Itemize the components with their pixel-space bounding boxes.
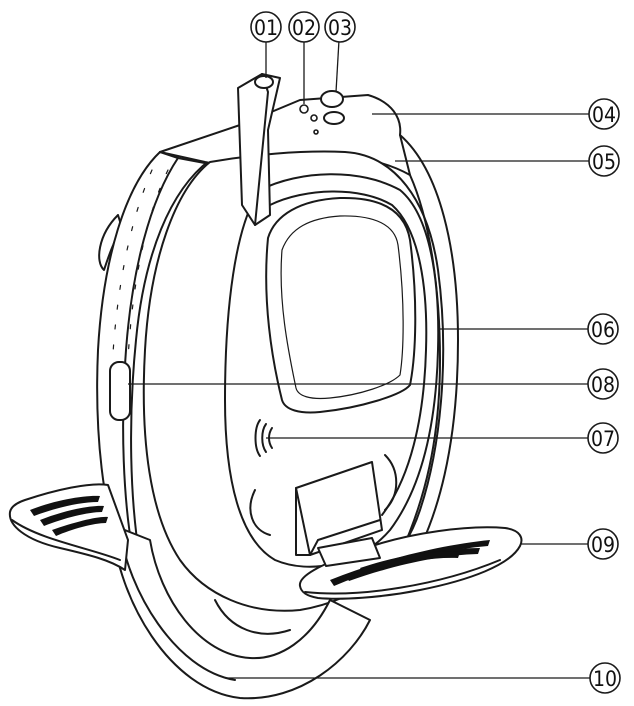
left-pedal	[8, 483, 129, 571]
callout-03: 03	[324, 11, 356, 43]
callout-01: 01	[250, 11, 282, 43]
callout-01-label: 01	[254, 16, 278, 40]
callout-06-label: 06	[591, 318, 615, 342]
callout-06: 06	[587, 313, 619, 345]
callout-05: 05	[588, 145, 620, 177]
top-controls	[237, 73, 345, 226]
callout-07-label: 07	[591, 427, 615, 451]
callout-08-label: 08	[591, 373, 615, 397]
callout-09-label: 09	[591, 533, 615, 557]
callout-04-label: 04	[592, 103, 616, 127]
callout-10-label: 10	[593, 667, 617, 691]
callout-08: 08	[587, 368, 619, 400]
callout-02-label: 02	[292, 16, 316, 40]
callout-09: 09	[587, 528, 619, 560]
callout-07: 07	[587, 422, 619, 454]
unicycle-body	[96, 94, 459, 612]
callout-04: 04	[588, 98, 620, 130]
callout-10: 10	[589, 662, 621, 694]
callout-05-label: 05	[592, 150, 616, 174]
leader-lines	[128, 39, 590, 679]
callout-03-label: 03	[328, 16, 352, 40]
callout-02: 02	[288, 11, 320, 43]
right-pedal	[298, 526, 523, 600]
